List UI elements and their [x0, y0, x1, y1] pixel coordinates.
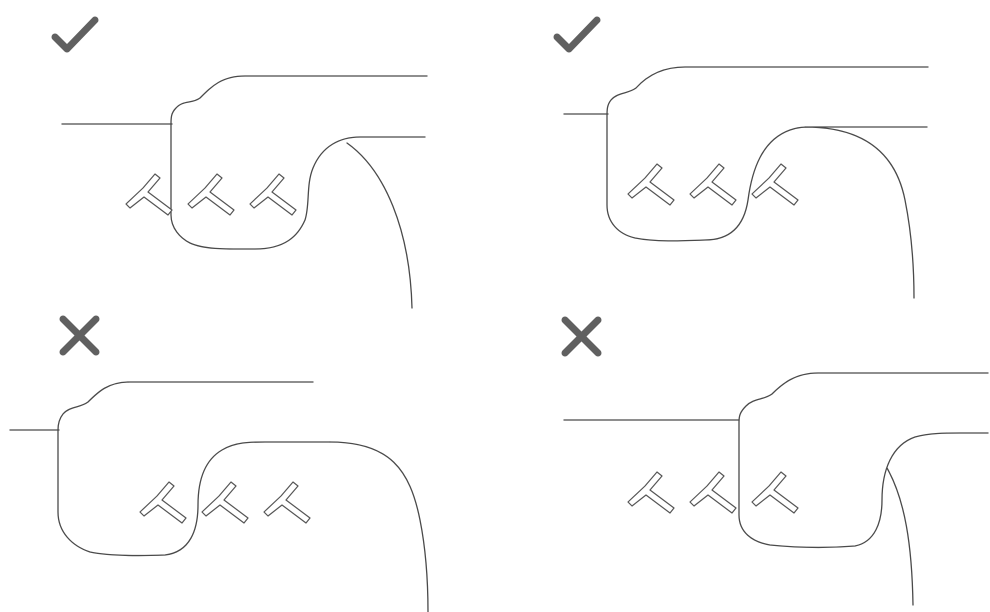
anchor-pin-icon: [125, 173, 173, 216]
anchor-pin-icon: [139, 481, 187, 524]
anchor-pin-icon: [263, 481, 311, 524]
status-check-icon: [553, 16, 601, 53]
panel-top-left: [51, 16, 428, 309]
device-outline: [563, 372, 989, 606]
panel-top-right: [553, 16, 929, 299]
anchor-pin-icon: [689, 163, 737, 206]
panel-bottom-left: [9, 315, 429, 612]
anchor-pins: [139, 481, 311, 524]
anchor-pin-icon: [751, 163, 799, 206]
status-cross-icon: [561, 316, 602, 357]
status-check-icon: [51, 16, 99, 53]
device-outline: [61, 75, 428, 309]
panel-bottom-right: [561, 316, 989, 606]
anchor-pins: [125, 173, 297, 216]
device-outline: [563, 66, 929, 299]
anchor-pin-icon: [689, 471, 737, 514]
status-cross-icon: [59, 315, 100, 356]
anchor-pin-icon: [201, 481, 249, 524]
anchor-pin-icon: [751, 471, 799, 514]
device-outline: [9, 381, 429, 612]
anchor-pin-icon: [187, 173, 235, 216]
anchor-pin-icon: [249, 173, 297, 216]
anchor-pin-icon: [627, 163, 675, 206]
anchor-pins: [627, 163, 799, 206]
anchor-pin-icon: [627, 471, 675, 514]
anchor-pins: [627, 471, 799, 514]
